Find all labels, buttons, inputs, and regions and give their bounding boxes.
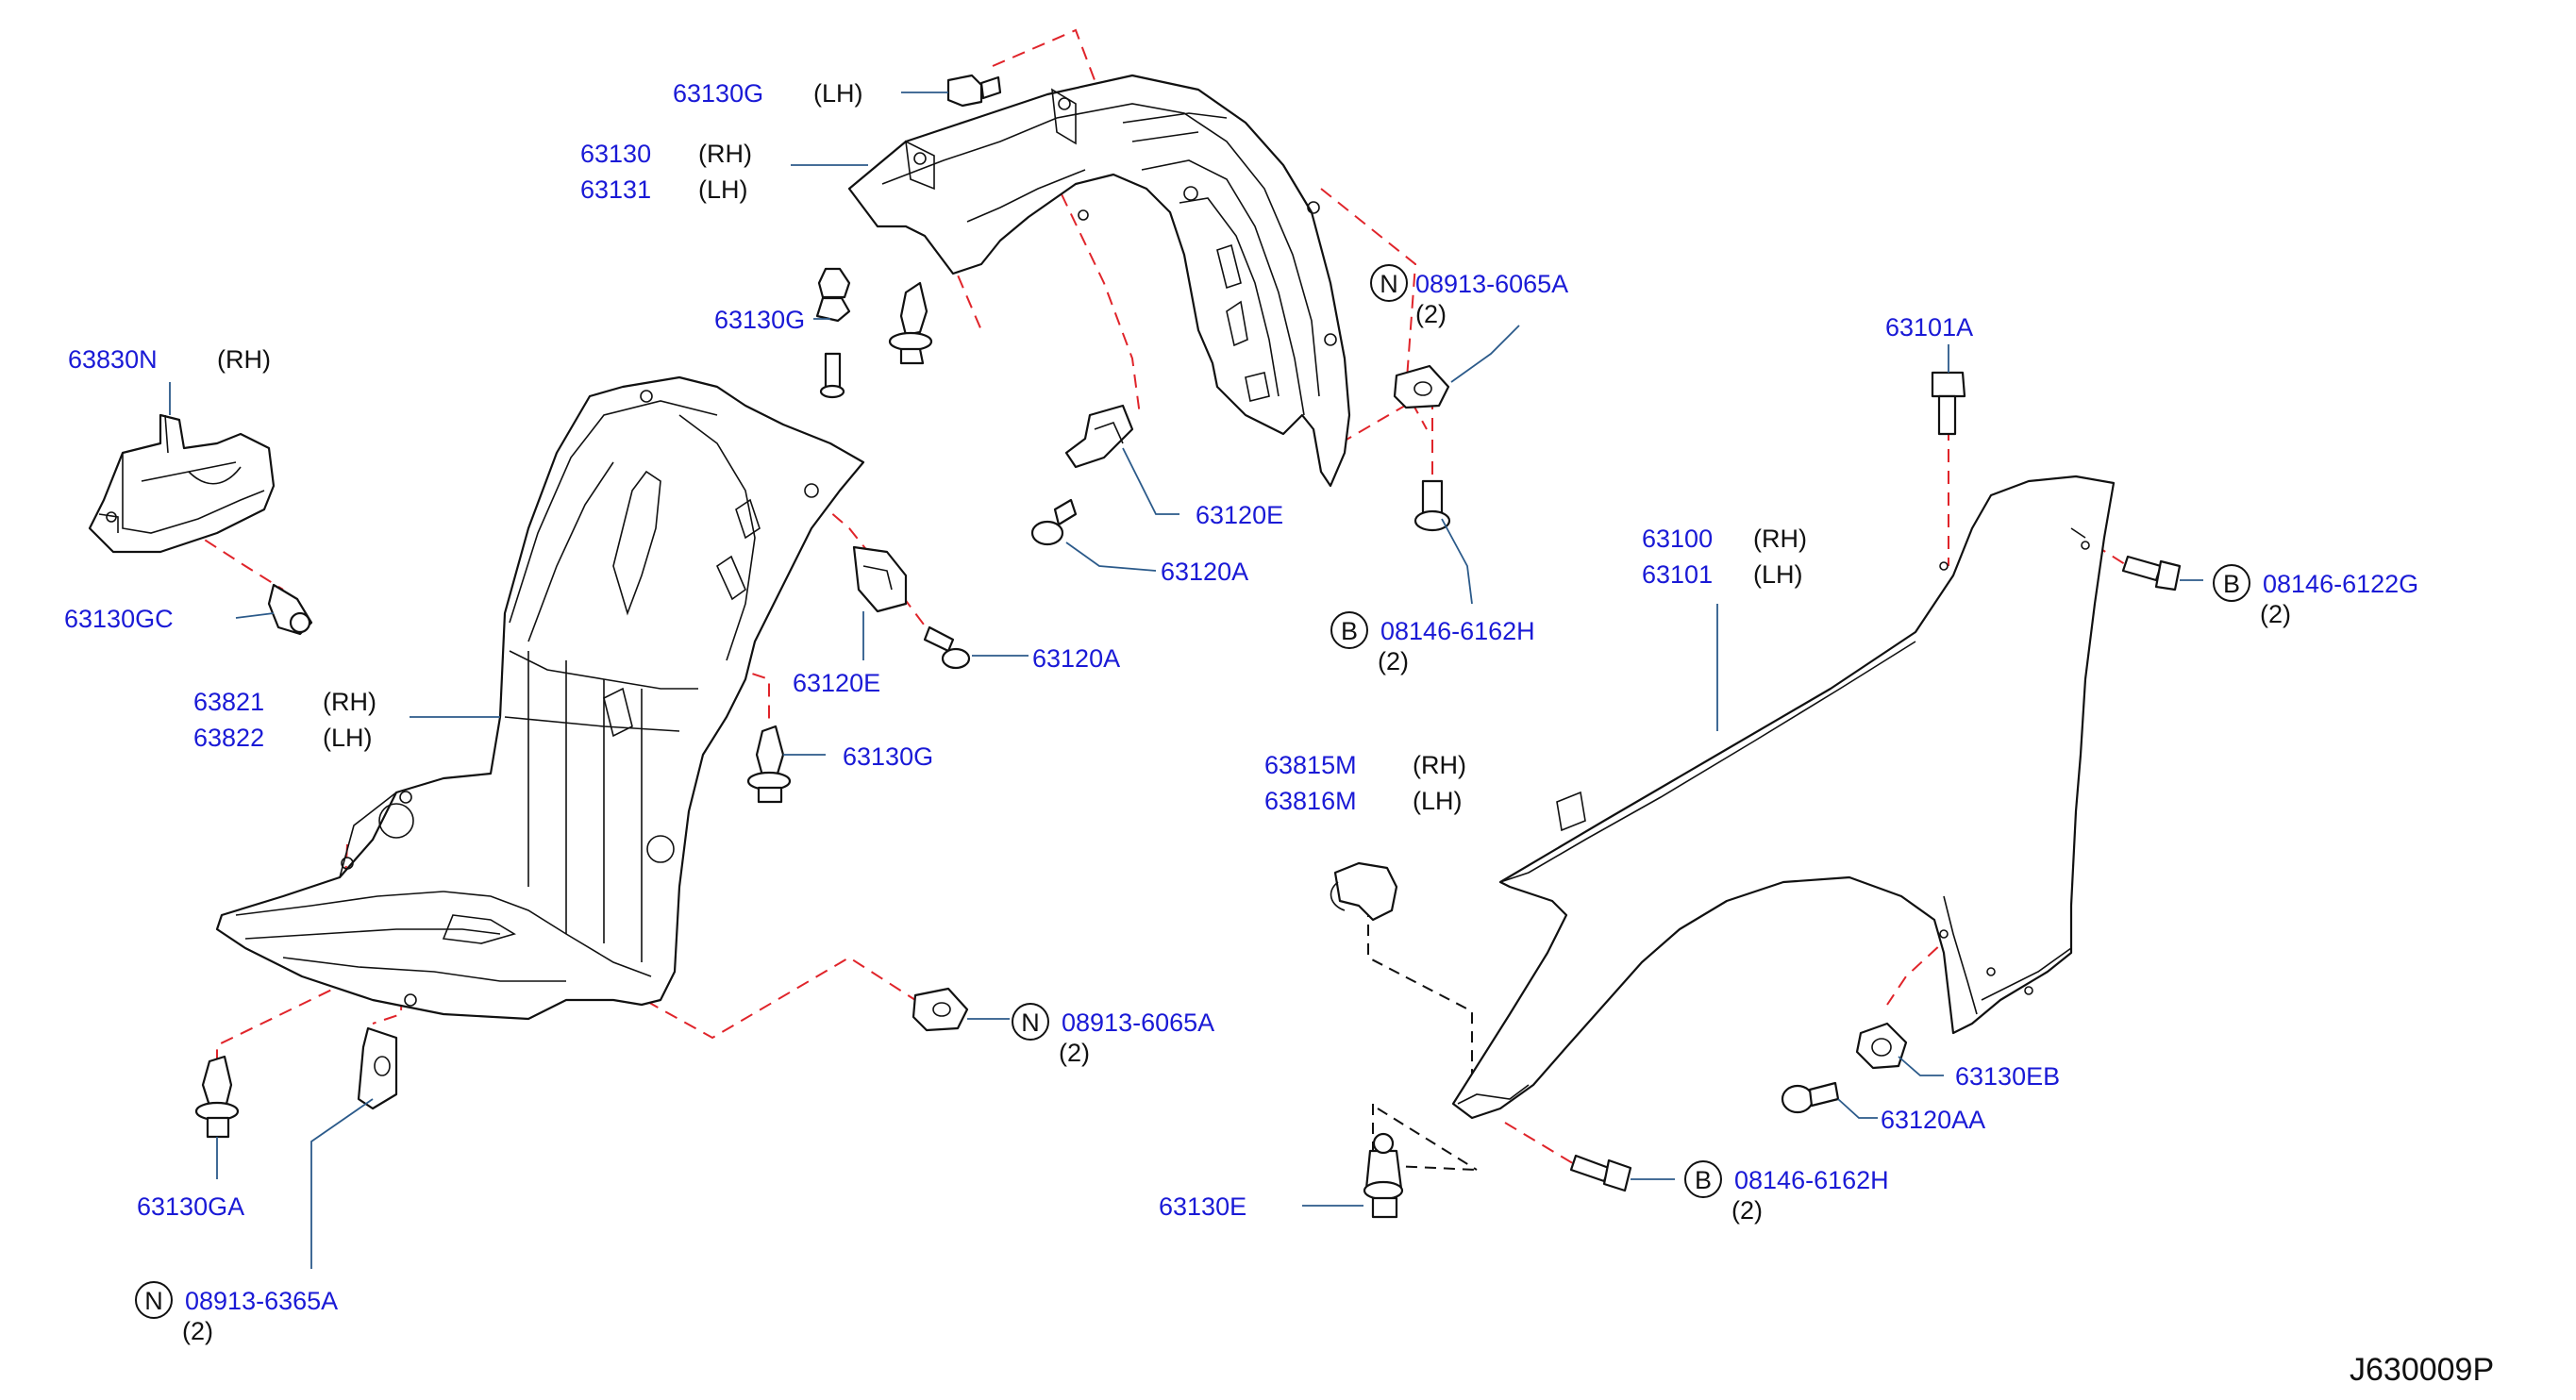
part-number-63130g-mid[interactable]: 63130G [714,306,805,334]
qty-b-bottom: (2) [1731,1196,1763,1225]
side-63101: (LH) [1753,560,1803,589]
side-63815m: (RH) [1413,751,1466,779]
symbol-circles: N B B N N B [135,264,2250,1319]
clip-63130gc-icon [267,583,313,636]
clip-63815m-icon [1330,861,1398,922]
part-number-b-right[interactable]: 08146-6122G [2263,570,2418,598]
bolt-b-bottom-icon [1569,1154,1632,1192]
clip-63130g-top-icon [946,74,1002,108]
clip-63130eb-icon [1855,1022,1908,1070]
clip-63130e-icon [1363,1132,1404,1219]
side-63130: (RH) [698,140,752,168]
part-number-63120aa[interactable]: 63120AA [1881,1106,1985,1134]
side-63830n: (RH) [217,345,271,374]
part-number-n-bottom[interactable]: 08913-6365A [185,1287,338,1315]
part-number-n-low[interactable]: 08913-6065A [1062,1008,1214,1037]
part-number-63130[interactable]: 63130 [580,140,651,168]
part-number-63130g-low[interactable]: 63130G [843,742,933,771]
clip-63130g-low-icon [746,725,792,804]
part-number-63130e[interactable]: 63130E [1159,1192,1246,1221]
part-number-63821[interactable]: 63821 [193,688,264,716]
front-fender-part[interactable] [1451,475,2116,1120]
part-number-63120e-left[interactable]: 63120E [793,669,880,697]
part-number-63830n[interactable]: 63830N [68,345,158,374]
part-number-63130eb[interactable]: 63130EB [1955,1062,2060,1091]
part-number-63120a-right[interactable]: 63120A [1161,558,1248,586]
side-63822: (LH) [323,724,373,752]
n-symbol-bottom: N [144,1287,163,1315]
bracket-63120e-left-icon [852,545,908,613]
qty-b-right: (2) [2260,600,2291,628]
part-number-63822[interactable]: 63822 [193,724,264,752]
b-symbol-right: B [2223,570,2240,598]
screw-63120aa-icon [1781,1081,1840,1114]
n-circle-bottom-icon [135,1281,173,1319]
side-63821: (RH) [323,688,376,716]
qty-b-mid: (2) [1378,647,1409,675]
fender-protector-upper-part[interactable] [847,74,1351,488]
callout-labels: 63130G (LH) 63130 (RH) 63131 (LH) 63130G… [64,79,2494,1388]
part-number-63120e-right[interactable]: 63120E [1196,501,1283,529]
n-symbol-top: N [1380,270,1398,298]
screw-63120a-left-icon [923,625,971,670]
diagram-code: J630009P [2350,1352,2494,1388]
b-symbol-bottom: B [1695,1166,1712,1194]
b-circle-right-icon [2213,564,2250,602]
bolt-b-right-icon [2121,555,2182,592]
part-number-b-mid[interactable]: 08146-6162H [1380,617,1535,645]
side-63131: (LH) [698,175,748,204]
nut-low-icon [912,987,969,1032]
side-63816m: (LH) [1413,787,1463,815]
bolt-63101a-icon [1931,371,1966,436]
screw-63120a-right-icon [1030,498,1078,546]
part-number-63130g-top[interactable]: 63130G [673,79,763,108]
part-number-63816m[interactable]: 63816M [1264,787,1357,815]
part-number-63130ga[interactable]: 63130GA [137,1192,244,1221]
qty-n-bottom: (2) [182,1317,213,1345]
clip-63130g-mid-icon [815,267,933,399]
splash-shield-part[interactable] [88,413,276,554]
clip-63130ga-icon [194,1055,240,1139]
qty-n-low: (2) [1059,1039,1090,1067]
bracket-63120e-right-icon [1064,404,1134,469]
clip-guide-lines [1367,906,1478,1171]
b-symbol-mid: B [1341,617,1358,645]
side-63130g-top: (LH) [813,79,863,108]
side-63100: (RH) [1753,525,1807,553]
b-circle-mid-icon [1330,611,1368,649]
part-number-63100[interactable]: 63100 [1642,525,1713,553]
nut-bottom-icon [357,1026,398,1110]
leader-lines [169,92,2203,1269]
part-number-63101a[interactable]: 63101A [1885,313,1973,342]
qty-n-top: (2) [1415,300,1447,328]
n-circle-low-icon [1012,1003,1049,1041]
part-number-63101[interactable]: 63101 [1642,560,1713,589]
part-number-b-bottom[interactable]: 08146-6162H [1734,1166,1889,1194]
bolt-b-mid-icon [1413,479,1451,532]
fender-protector-lower-part[interactable] [215,375,865,1021]
n-circle-top-icon [1370,264,1408,302]
fasteners [194,74,2182,1219]
nut-top-icon [1393,364,1450,409]
part-number-63130gc[interactable]: 63130GC [64,605,174,633]
part-number-n-top[interactable]: 08913-6065A [1415,270,1568,298]
part-number-63131[interactable]: 63131 [580,175,651,204]
b-circle-bottom-icon [1684,1160,1722,1198]
part-number-63120a-left[interactable]: 63120A [1032,644,1120,673]
part-number-63815m[interactable]: 63815M [1264,751,1357,779]
n-symbol-low: N [1021,1008,1040,1037]
